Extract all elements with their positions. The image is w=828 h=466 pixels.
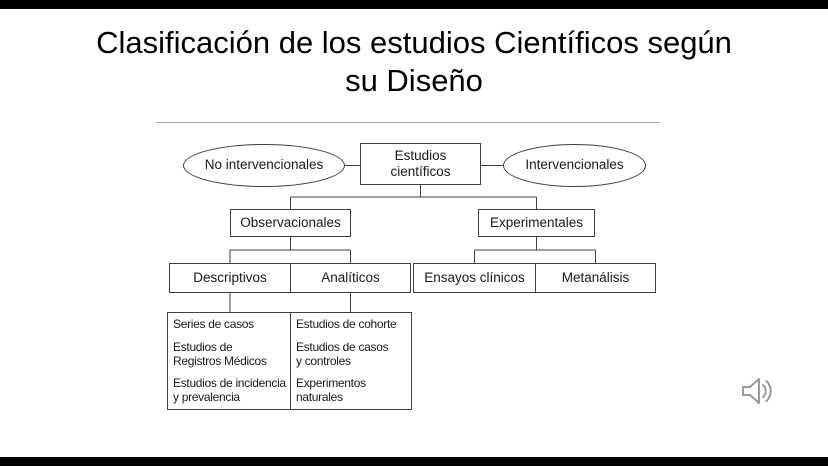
node-metanalisis: Metanálisis (535, 263, 656, 293)
speaker-icon[interactable] (738, 373, 776, 409)
node-analiticos: Analíticos (290, 263, 411, 293)
node-label: Analíticos (321, 269, 380, 285)
node-ensayos-clinicos: Ensayos clínicos (413, 263, 536, 293)
list-item: Experimentos naturales (296, 376, 366, 405)
node-label: Ensayos clínicos (424, 269, 525, 285)
bottom-letterbox-bar (0, 457, 828, 466)
list-descriptivos-items: Series de casos Estudios de Registros Mé… (167, 312, 291, 410)
title-divider (156, 122, 660, 123)
list-item: Estudios de cohorte (296, 317, 397, 331)
list-item: Estudios de incidencia y prevalencia (173, 376, 286, 405)
top-letterbox-bar (0, 0, 828, 9)
node-descriptivos: Descriptivos (169, 263, 291, 293)
list-analiticos-items: Estudios de cohorte Estudios de casos y … (290, 312, 412, 410)
list-item: Estudios de Registros Médicos (173, 339, 267, 368)
node-observacionales: Observacionales (230, 209, 351, 237)
list-item: Estudios de casos y controles (296, 339, 389, 368)
node-intervencionales: Intervencionales (503, 144, 646, 187)
node-no-intervencionales: No intervencionales (183, 144, 345, 187)
page-title: Clasificación de los estudios Científico… (0, 24, 828, 100)
title-line-2: su Diseño (345, 63, 483, 98)
node-estudios-cientificos: Estudios científicos (360, 143, 481, 185)
node-label: No intervencionales (204, 157, 324, 173)
node-label: Experimentales (489, 214, 584, 230)
node-label: Observacionales (240, 214, 341, 230)
node-label: Intervencionales (525, 157, 624, 173)
title-line-1: Clasificación de los estudios Científico… (96, 25, 732, 60)
node-experimentales: Experimentales (478, 209, 595, 237)
node-label: Metanálisis (561, 269, 630, 285)
node-label: Estudios científicos (390, 147, 451, 179)
list-item: Series de casos (173, 317, 254, 331)
node-label: Descriptivos (193, 269, 267, 285)
